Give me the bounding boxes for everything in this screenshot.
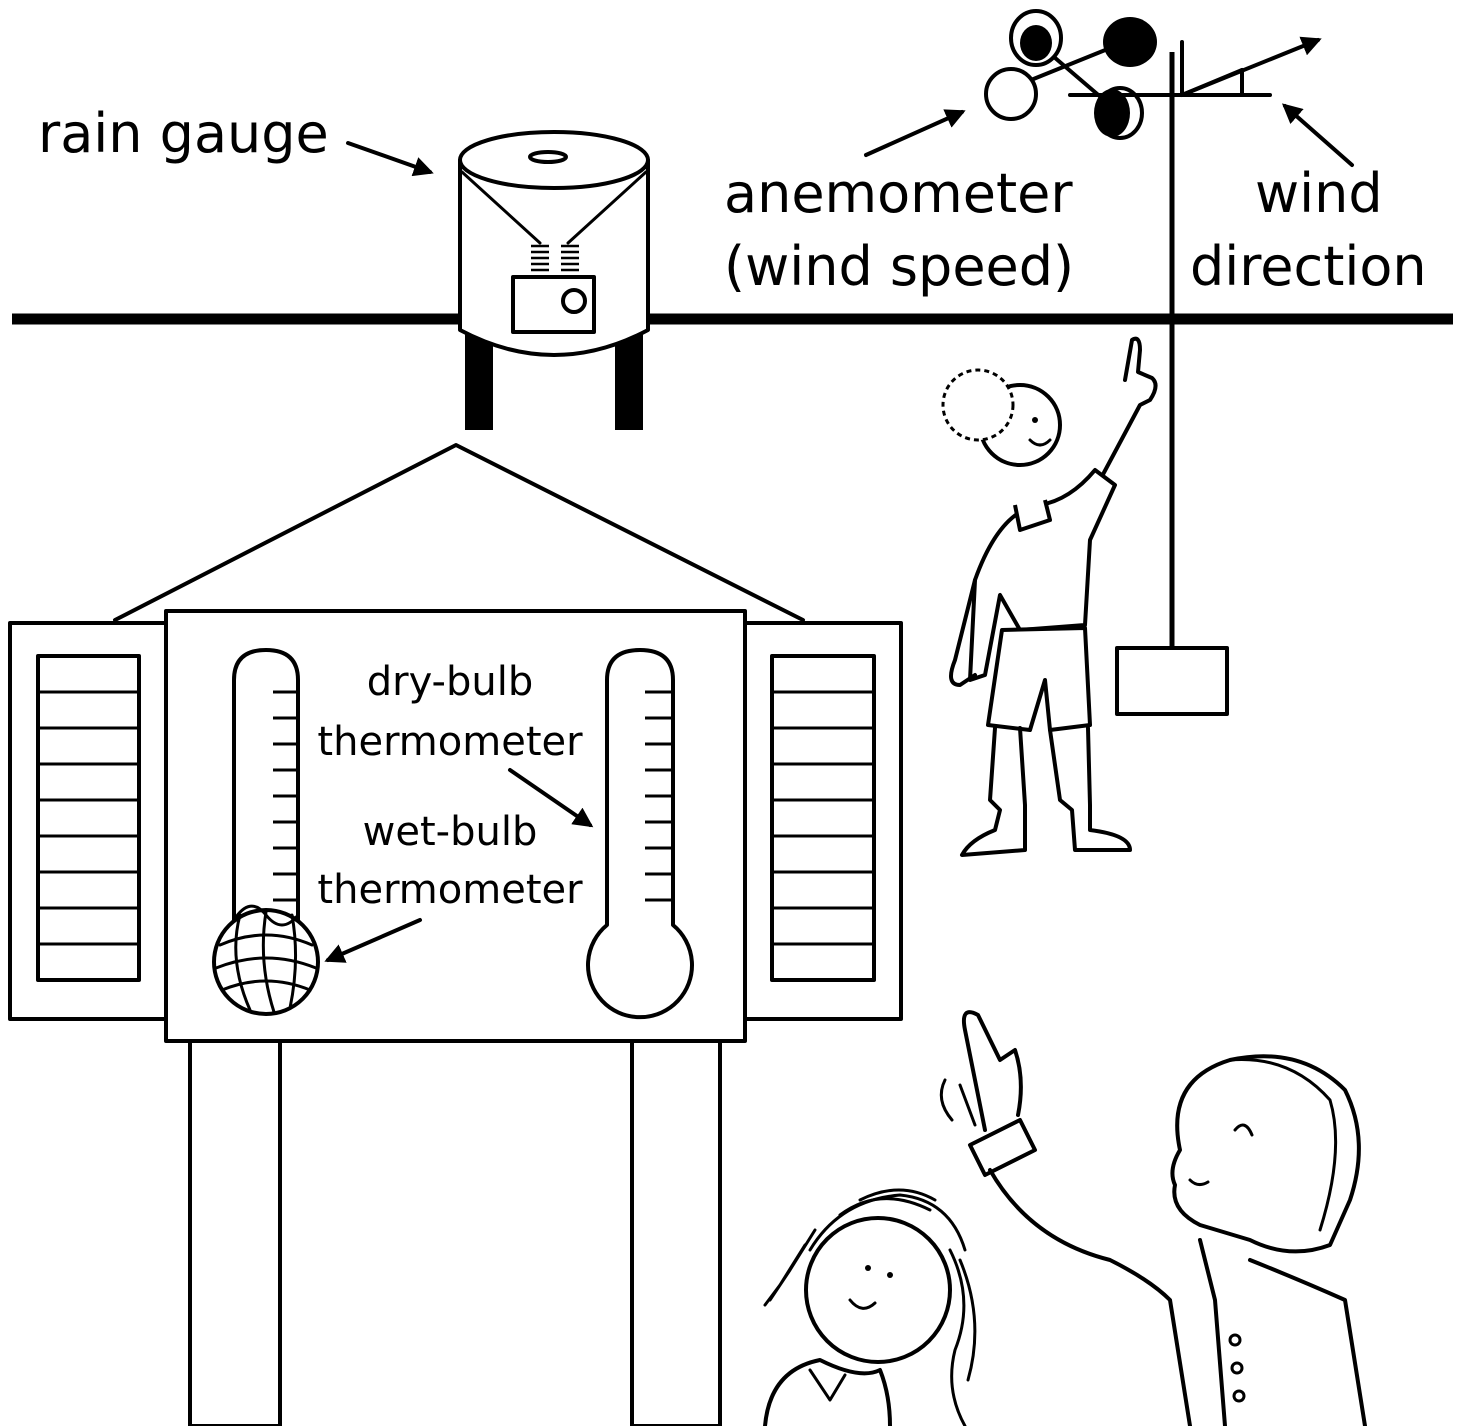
dry-bulb-label-line2: thermometer bbox=[317, 719, 583, 765]
boy-figure bbox=[943, 339, 1156, 855]
anemometer-arrow bbox=[866, 112, 962, 155]
instrument-shelter bbox=[10, 445, 901, 1426]
wet-bulb-label-line1: wet-bulb bbox=[363, 809, 538, 855]
rain-gauge-arrow bbox=[348, 143, 430, 172]
girl-figure bbox=[765, 1190, 975, 1426]
anemometer-label-line1: anemometer bbox=[724, 162, 1073, 225]
wind-direction-label-line1: wind bbox=[1255, 162, 1383, 225]
dry-bulb-label-line1: dry-bulb bbox=[367, 659, 533, 705]
wind-direction-arrow bbox=[1285, 106, 1352, 165]
anemometer bbox=[986, 11, 1157, 138]
wind-vane bbox=[1070, 40, 1318, 714]
rain-gauge bbox=[460, 132, 648, 430]
wind-direction-label-line2: direction bbox=[1190, 235, 1427, 298]
rain-gauge-label: rain gauge bbox=[38, 102, 329, 165]
anemometer-label-line2: (wind speed) bbox=[724, 235, 1074, 298]
wet-bulb-label-line2: thermometer bbox=[317, 867, 583, 913]
man-figure bbox=[941, 1012, 1365, 1426]
